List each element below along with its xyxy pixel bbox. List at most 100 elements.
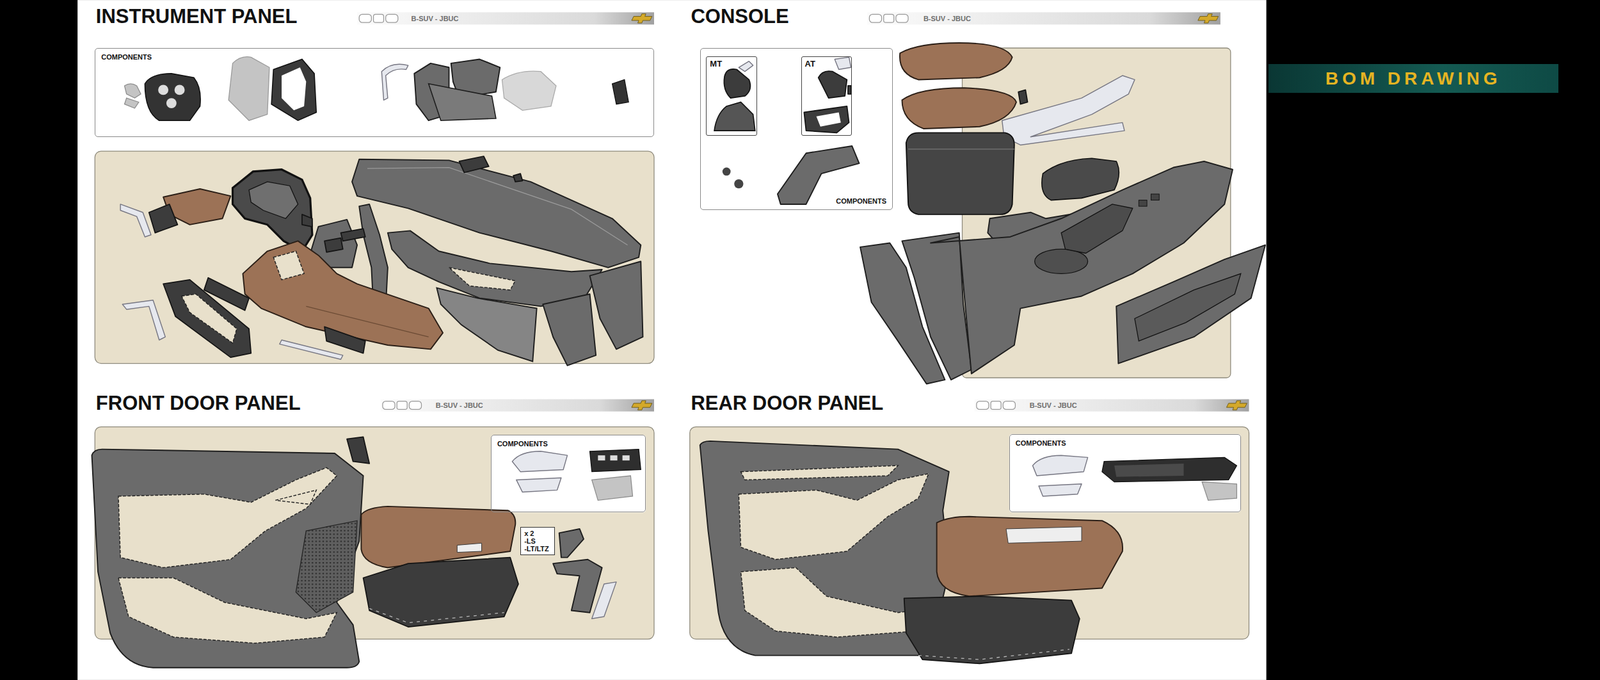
map-pocket xyxy=(363,557,519,627)
components-label: COMPONENTS xyxy=(1015,439,1067,447)
end-panel xyxy=(590,261,644,349)
components-box: COMPONENTS xyxy=(1009,433,1241,513)
callout-box: x 2-LS-LT/LTZ xyxy=(520,526,555,556)
variant-label: MT xyxy=(709,58,722,69)
header-bar: B-SUV - JBUC xyxy=(974,398,1250,411)
lens-part xyxy=(228,56,270,121)
silver-trim xyxy=(120,204,152,237)
knob-insert xyxy=(738,61,753,72)
components-ground xyxy=(94,48,655,137)
sensor xyxy=(513,173,523,182)
storage-tray xyxy=(1102,456,1237,482)
title-banner: BOM DRAWING xyxy=(1268,64,1559,93)
pocket-rim xyxy=(918,648,1070,660)
silver-trim xyxy=(1002,75,1135,145)
gauge-hole xyxy=(174,84,185,95)
cutout xyxy=(449,267,516,290)
banner-title: BOM DRAWING xyxy=(1325,68,1501,89)
trim-opening xyxy=(738,473,929,560)
model-logo xyxy=(976,401,1016,410)
vent-bezel xyxy=(163,279,251,358)
knob-cap xyxy=(734,179,744,189)
glovebox xyxy=(436,288,537,362)
cupholder xyxy=(1034,248,1088,274)
switch-pack xyxy=(590,449,642,472)
end-panel xyxy=(542,293,596,366)
bezel-frame xyxy=(271,59,317,121)
hood-vent xyxy=(302,214,313,227)
screen-opening xyxy=(273,250,304,280)
switch xyxy=(324,238,344,253)
window-switch xyxy=(622,455,630,461)
variant-box: MT xyxy=(705,56,758,136)
header-bar: B-SUV - JBUC xyxy=(380,398,655,411)
silver-trim xyxy=(592,581,617,619)
mt-knob xyxy=(723,69,751,98)
clip-part xyxy=(124,83,142,98)
components-box: COMPONENTS xyxy=(94,48,655,137)
brand-bowtie xyxy=(1226,400,1247,410)
components-label: COMPONENTS xyxy=(101,53,152,61)
armrest-lid xyxy=(899,42,1013,80)
console-body xyxy=(930,161,1233,374)
door-trim xyxy=(91,449,363,668)
ip-components xyxy=(124,56,630,121)
cluster-inner xyxy=(248,181,299,219)
variant-label: AT xyxy=(805,58,816,69)
console-illustration xyxy=(860,42,1266,384)
silver-strip xyxy=(516,477,562,492)
switch-slot xyxy=(1006,526,1082,544)
bin-rim xyxy=(908,148,1015,150)
section-title: REAR DOOR PANEL xyxy=(690,392,884,413)
components-ground xyxy=(700,48,893,211)
silver-strip xyxy=(279,339,344,360)
page-sheet xyxy=(77,0,1266,680)
mat-pad xyxy=(1041,158,1119,200)
components-ground xyxy=(1009,433,1241,513)
map-pocket xyxy=(904,595,1080,664)
section-title: CONSOLE xyxy=(690,6,789,27)
callout-note: x 2 xyxy=(524,529,534,537)
window-switch xyxy=(609,455,617,461)
console-switch xyxy=(1138,200,1147,207)
header-bar xyxy=(867,12,1221,25)
header-bar xyxy=(357,12,655,25)
trim-opening xyxy=(275,489,317,504)
section-title: INSTRUMENT PANEL xyxy=(96,6,298,27)
callout-note: -LT/LTZ xyxy=(524,544,550,553)
switch-strip xyxy=(341,228,366,241)
trim-opening xyxy=(741,567,929,637)
callout-note: -LS xyxy=(524,536,536,545)
components-box: COMPONENTS xyxy=(490,434,646,512)
panel-inset xyxy=(1134,273,1241,341)
shift-bezel xyxy=(803,106,849,133)
console-switch xyxy=(1150,193,1160,201)
silver-trim xyxy=(122,300,166,340)
storage-bin xyxy=(906,132,1015,215)
at-knob xyxy=(818,71,848,98)
model-logo xyxy=(869,14,909,23)
gauge-hole xyxy=(158,84,169,95)
vent-opening xyxy=(181,293,237,344)
cluster-pod xyxy=(144,73,201,121)
bezel-slot xyxy=(816,112,841,127)
handle-trim xyxy=(552,559,603,613)
switch-housing xyxy=(592,475,633,500)
brand-bowtie xyxy=(1198,14,1219,24)
silver-bezel xyxy=(512,451,568,472)
rear-door-illustration xyxy=(700,440,1238,664)
trim-opening xyxy=(741,465,899,480)
armrest-insert xyxy=(936,516,1123,596)
switch-slot xyxy=(456,542,482,552)
ip-part xyxy=(428,83,496,121)
silver-strip xyxy=(1038,483,1082,496)
section-title: FRONT DOOR PANEL xyxy=(96,392,301,413)
console-tray xyxy=(1061,204,1133,254)
tray-inner xyxy=(1114,463,1184,477)
silver-bezel xyxy=(1032,455,1088,476)
header-bar: B-SUV - JBUC xyxy=(867,12,1221,25)
cluster-hood xyxy=(232,169,313,252)
ip-illustration xyxy=(120,156,643,366)
latch xyxy=(1018,89,1028,104)
